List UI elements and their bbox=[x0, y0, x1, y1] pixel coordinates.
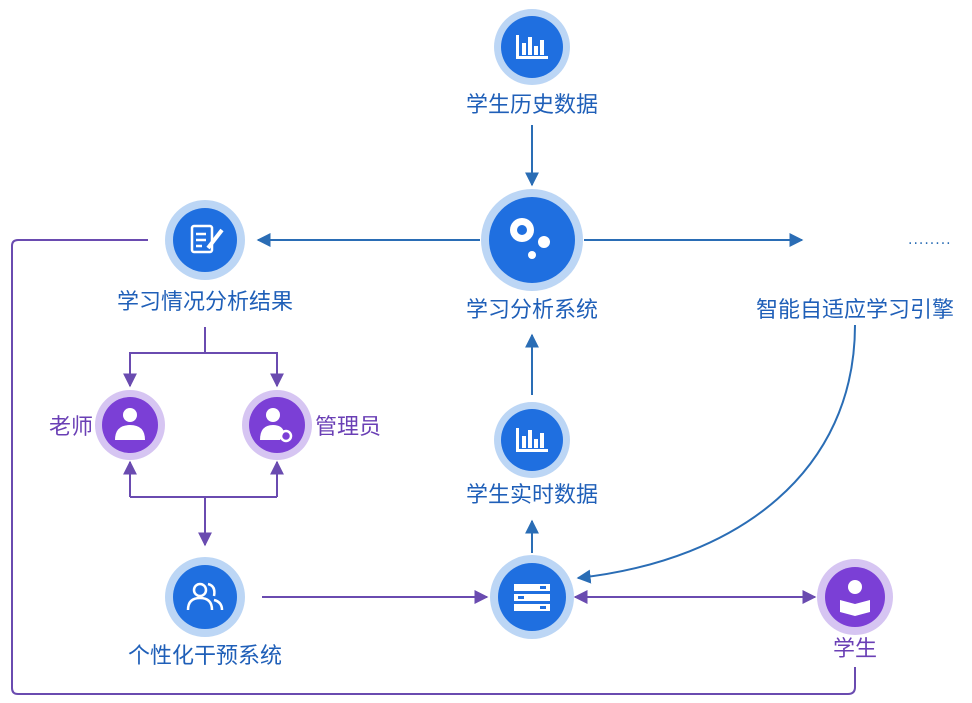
label-admin: 管理员 bbox=[314, 415, 382, 440]
node-realtime-data bbox=[494, 402, 570, 478]
label-adaptive-engine: 智能自适应学习引擎 bbox=[755, 298, 955, 323]
ellipsis-text: ........ bbox=[908, 232, 952, 248]
node-intervention bbox=[165, 557, 245, 637]
node-student bbox=[817, 559, 893, 635]
loop-line-result-to-student bbox=[11, 239, 856, 695]
label-student: 学生 bbox=[832, 637, 878, 662]
node-history-data bbox=[494, 9, 570, 85]
arrow-result-to-teacher bbox=[123, 327, 206, 388]
label-intervention: 个性化干预系统 bbox=[127, 644, 283, 669]
server-icon bbox=[514, 584, 550, 611]
analysis-bubbles-icon bbox=[510, 218, 550, 259]
student-reading-icon bbox=[840, 580, 870, 616]
label-teacher: 老师 bbox=[48, 415, 94, 440]
admin-gear-icon bbox=[260, 408, 293, 443]
label-realtime-data: 学生实时数据 bbox=[465, 483, 599, 508]
node-analysis-result bbox=[165, 200, 245, 280]
label-history-data: 学生历史数据 bbox=[465, 93, 599, 118]
arrow-result-to-admin bbox=[205, 352, 284, 388]
label-analysis-result: 学习情况分析结果 bbox=[116, 290, 294, 315]
users-icon bbox=[186, 582, 224, 611]
label-analysis-system: 学习分析系统 bbox=[465, 298, 599, 323]
node-server bbox=[490, 555, 574, 639]
bar-chart-icon bbox=[516, 35, 548, 59]
arrow-engine-to-server bbox=[576, 324, 856, 584]
teacher-icon bbox=[115, 408, 145, 440]
node-teacher bbox=[95, 390, 165, 460]
document-edit-icon bbox=[190, 224, 224, 254]
node-admin bbox=[242, 390, 312, 460]
bar-chart-icon bbox=[516, 428, 548, 452]
node-analysis-system bbox=[481, 189, 583, 291]
